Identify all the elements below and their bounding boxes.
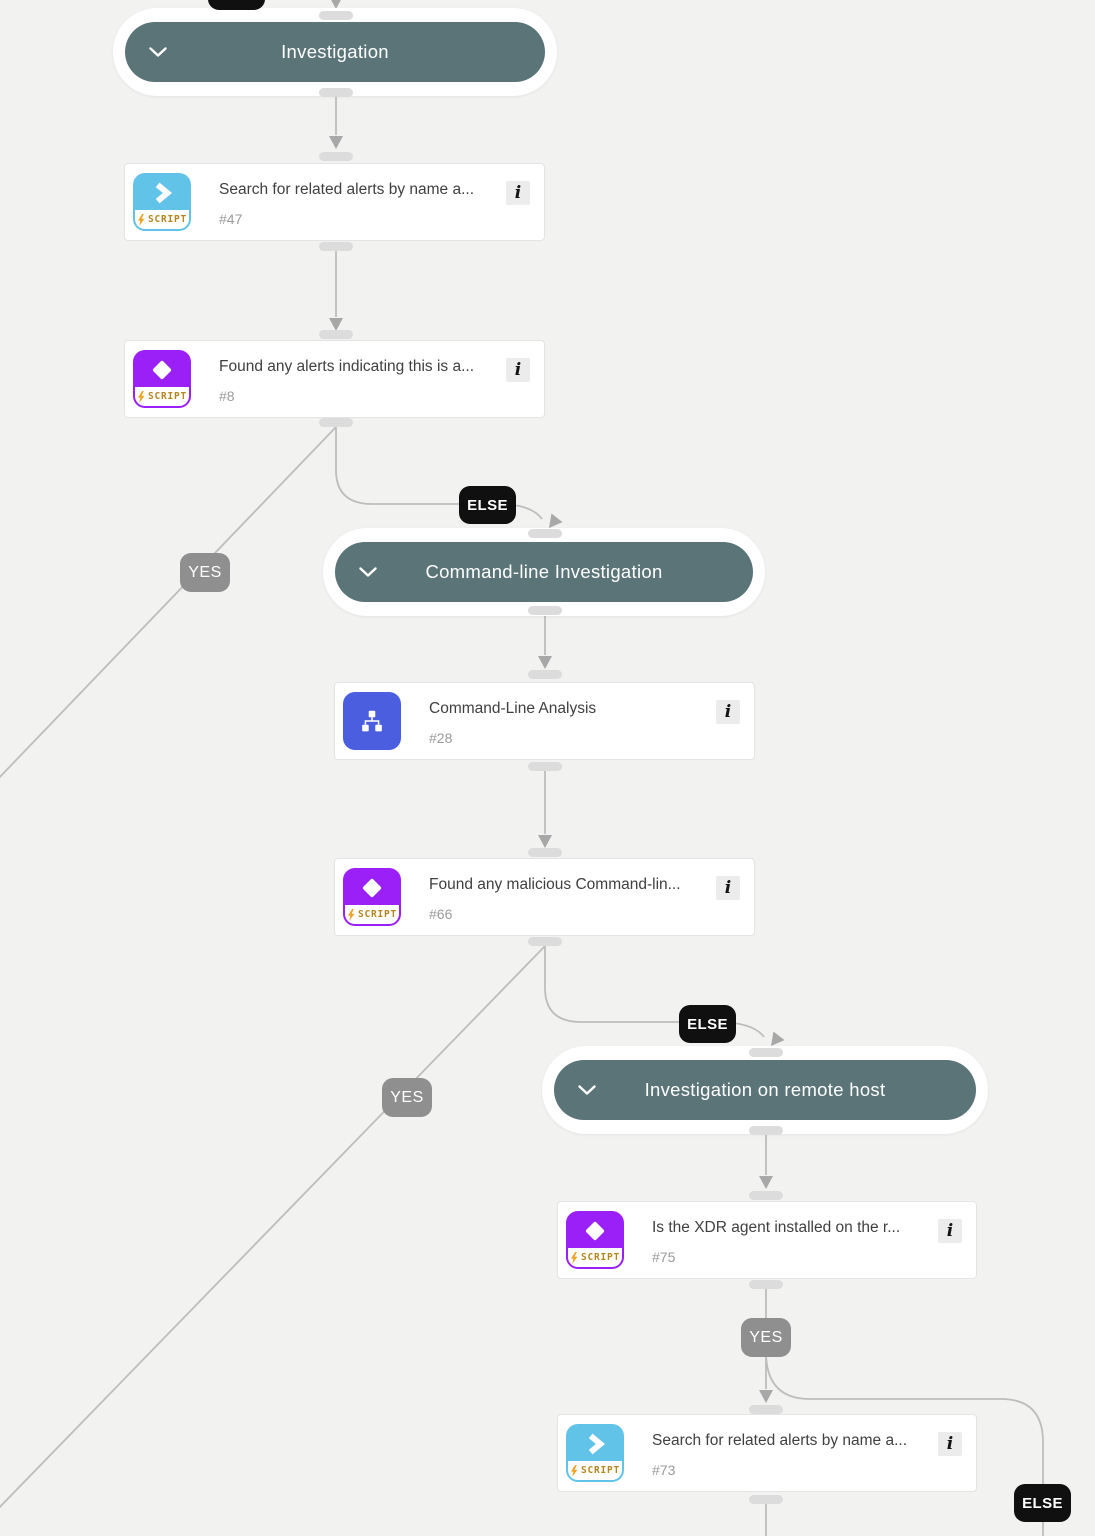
chevron-down-icon[interactable] — [578, 1084, 598, 1096]
task-number: #28 — [429, 730, 453, 746]
task-title: Found any alerts indicating this is a... — [219, 358, 475, 375]
group-pill[interactable]: Command-line Investigation — [335, 542, 753, 602]
connector-handle[interactable] — [528, 606, 562, 615]
task-node-28[interactable]: Command-Line Analysis #28 i — [334, 682, 755, 760]
task-number: #47 — [219, 211, 243, 227]
script-badge: SCRIPT — [580, 1465, 621, 1476]
diamond-icon — [135, 352, 189, 387]
connector-handle[interactable] — [749, 1126, 783, 1135]
else-label: ELSE — [1014, 1484, 1071, 1522]
connector-handle[interactable] — [319, 152, 353, 161]
info-icon[interactable]: i — [938, 1219, 962, 1243]
task-title: Search for related alerts by name a... — [652, 1432, 908, 1449]
chevron-down-icon[interactable] — [149, 46, 169, 58]
script-badge: SCRIPT — [357, 909, 398, 920]
else-label: ELSE — [459, 486, 516, 524]
group-header-investigation[interactable]: Investigation — [113, 8, 557, 96]
task-node-8[interactable]: SCRIPT Found any alerts indicating this … — [124, 340, 545, 418]
connector-handle[interactable] — [319, 11, 353, 20]
lightning-bolt-icon — [137, 390, 145, 403]
connector-handle[interactable] — [528, 670, 562, 679]
automation-script-icon: SCRIPT — [133, 173, 191, 231]
automation-script-icon: SCRIPT — [566, 1424, 624, 1482]
condition-script-icon: SCRIPT — [133, 350, 191, 408]
connector-handle[interactable] — [319, 418, 353, 427]
connector-handle[interactable] — [749, 1191, 783, 1200]
connector-handle[interactable] — [319, 88, 353, 97]
group-label: Command-line Investigation — [425, 561, 663, 582]
task-title: Command-Line Analysis — [429, 700, 597, 717]
lightning-bolt-icon — [570, 1251, 578, 1264]
group-header-commandline-investigation[interactable]: Command-line Investigation — [323, 528, 765, 616]
connector-handle[interactable] — [528, 762, 562, 771]
task-node-47[interactable]: SCRIPT Search for related alerts by name… — [124, 163, 545, 241]
task-title: Is the XDR agent installed on the r... — [652, 1219, 901, 1236]
yes-label: YES — [741, 1318, 791, 1357]
group-header-remote-host-investigation[interactable]: Investigation on remote host — [542, 1046, 988, 1134]
task-number: #73 — [652, 1462, 676, 1478]
connector-handle[interactable] — [528, 937, 562, 946]
lightning-bolt-icon — [347, 908, 355, 921]
connector-handle[interactable] — [749, 1405, 783, 1414]
condition-script-icon: SCRIPT — [343, 868, 401, 926]
lightning-bolt-icon — [570, 1464, 578, 1477]
connector-handle[interactable] — [749, 1048, 783, 1057]
group-label: Investigation on remote host — [644, 1079, 886, 1100]
info-icon[interactable]: i — [716, 876, 740, 900]
connector-handle[interactable] — [528, 848, 562, 857]
info-icon[interactable]: i — [716, 700, 740, 724]
script-badge: SCRIPT — [147, 391, 188, 402]
condition-script-icon: SCRIPT — [566, 1211, 624, 1269]
diamond-icon — [568, 1213, 622, 1248]
diamond-icon — [345, 870, 399, 905]
task-title: Search for related alerts by name a... — [219, 181, 475, 198]
else-label-partial — [208, 0, 265, 10]
info-icon[interactable]: i — [938, 1432, 962, 1456]
chevron-right-icon — [135, 175, 189, 210]
connector-handle[interactable] — [749, 1495, 783, 1504]
chevron-right-icon — [568, 1426, 622, 1461]
info-icon[interactable]: i — [506, 181, 530, 205]
else-label: ELSE — [679, 1005, 736, 1043]
task-number: #66 — [429, 906, 453, 922]
yes-label: YES — [382, 1078, 432, 1117]
connector-handle[interactable] — [749, 1280, 783, 1289]
yes-label: YES — [180, 553, 230, 592]
task-number: #8 — [219, 388, 235, 404]
task-number: #75 — [652, 1249, 676, 1265]
connector-handle[interactable] — [319, 330, 353, 339]
group-label: Investigation — [281, 41, 389, 62]
script-badge: SCRIPT — [147, 214, 188, 225]
script-badge: SCRIPT — [580, 1252, 621, 1263]
connector-handle[interactable] — [319, 242, 353, 251]
task-node-66[interactable]: SCRIPT Found any malicious Command-lin..… — [334, 858, 755, 936]
task-title: Found any malicious Command-lin... — [429, 876, 681, 893]
task-node-75[interactable]: SCRIPT Is the XDR agent installed on the… — [557, 1201, 977, 1279]
group-pill[interactable]: Investigation on remote host — [554, 1060, 976, 1120]
sub-playbook-icon — [343, 692, 401, 750]
connector-handle[interactable] — [528, 529, 562, 538]
group-pill[interactable]: Investigation — [125, 22, 545, 82]
info-icon[interactable]: i — [506, 358, 530, 382]
task-node-73[interactable]: SCRIPT Search for related alerts by name… — [557, 1414, 977, 1492]
chevron-down-icon[interactable] — [359, 566, 379, 578]
sitemap-icon — [343, 692, 401, 750]
lightning-bolt-icon — [137, 213, 145, 226]
